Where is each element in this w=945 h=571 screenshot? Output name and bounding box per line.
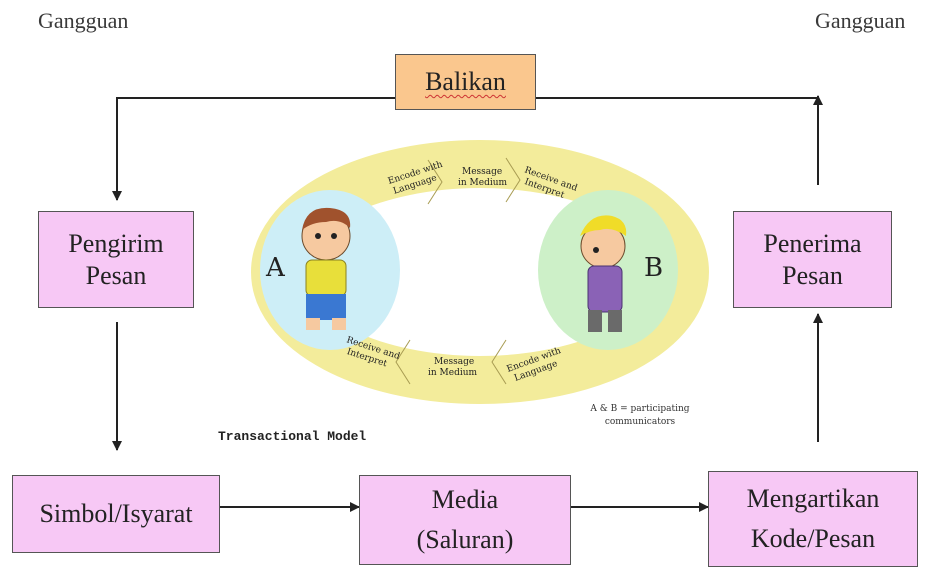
person-a-label: A — [265, 253, 286, 283]
gangguan-left-label: Gangguan — [38, 8, 129, 33]
media-line2: (Saluran) — [416, 525, 514, 554]
person-b-figure — [580, 215, 627, 332]
top-step-2: Message in Medium — [458, 167, 508, 188]
bottom-step-2-line1: Message — [434, 357, 474, 367]
simbol-isyarat-box: Simbol/Isyarat — [12, 475, 220, 553]
pengirim-line1: Pengirim — [68, 228, 164, 258]
penerima-pesan-box: Penerima Pesan — [733, 211, 892, 308]
mengartikan-line1: Mengartikan — [746, 484, 880, 513]
bottom-step-2: Message in Medium — [428, 357, 478, 378]
simbol-label: Simbol/Isyarat — [39, 499, 193, 528]
person-b-label: B — [644, 253, 663, 283]
participants-note-line2: communicators — [604, 417, 676, 427]
mengartikan-kode-pesan-box: Mengartikan Kode/Pesan — [708, 471, 918, 567]
top-step-2-line2: in Medium — [458, 178, 508, 188]
feedback-line-left — [112, 97, 395, 201]
person-a-figure — [301, 207, 351, 330]
transactional-model-caption: Transactional Model — [218, 429, 367, 444]
pengirim-pesan-box: Pengirim Pesan — [38, 211, 194, 308]
participants-note: A & B = participating communicators — [560, 403, 720, 429]
media-saluran-box: Media (Saluran) — [359, 475, 571, 565]
transactional-model-illustration: Encode with Language Message in Medium R… — [251, 140, 709, 404]
balikan-label: Balikan — [425, 67, 506, 96]
gangguan-right-label: Gangguan — [815, 8, 906, 33]
bottom-step-2-line2: in Medium — [428, 368, 478, 378]
pengirim-line2: Pesan — [85, 260, 147, 290]
participants-note-line1: A & B = participating — [590, 404, 690, 414]
top-step-2-line1: Message — [462, 167, 502, 177]
penerima-line2: Pesan — [782, 260, 843, 290]
balikan-box: Balikan — [395, 54, 536, 110]
media-line1: Media — [431, 485, 499, 514]
penerima-line1: Penerima — [763, 228, 862, 258]
mengartikan-line2: Kode/Pesan — [750, 524, 876, 553]
